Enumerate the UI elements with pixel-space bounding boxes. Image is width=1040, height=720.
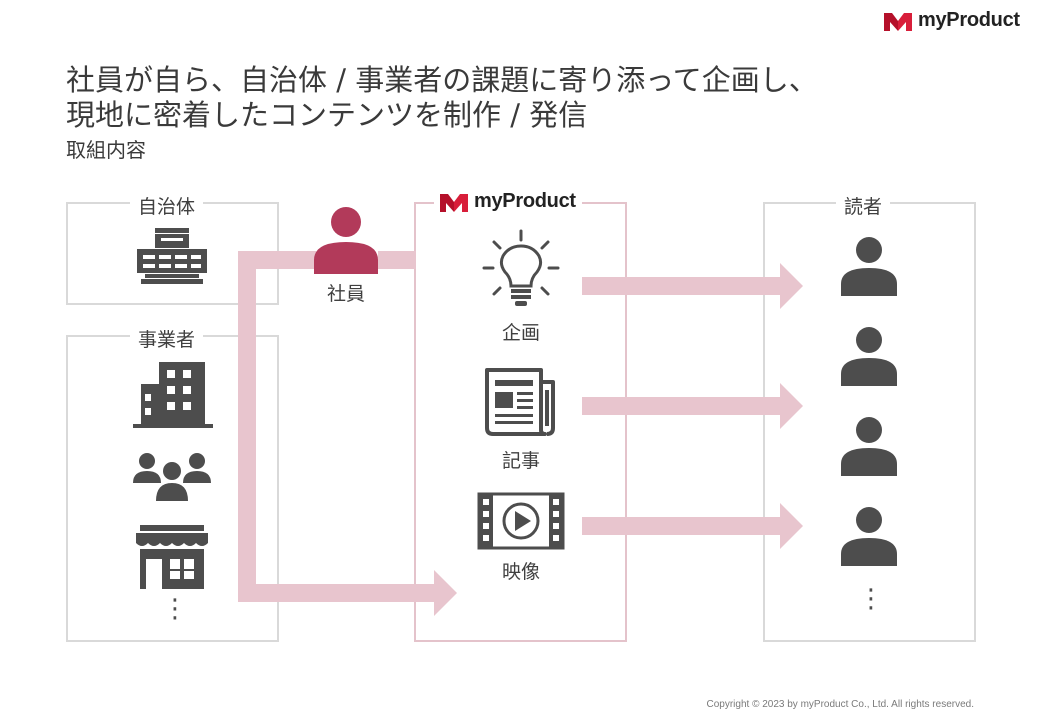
- business-label: 事業者: [130, 325, 204, 352]
- output-arrow-2: [582, 383, 803, 429]
- product-item-video-label: 映像: [501, 561, 540, 583]
- employee-person-icon: [314, 207, 378, 274]
- employee-flow-arrow: [238, 251, 457, 616]
- readers-more-indicator: ⋮: [858, 584, 884, 614]
- video-icon: [477, 492, 565, 550]
- product-box-logo: myProduct: [434, 190, 582, 213]
- people-group-icon: [133, 453, 211, 501]
- business-more-indicator: ⋮: [162, 594, 188, 624]
- title-line-2: 現地に密着したコンテンツを制作 / 発信: [66, 98, 588, 132]
- product-item-plan-label: 企画: [501, 322, 540, 344]
- shop-icon: [136, 525, 208, 589]
- newspaper-icon: [485, 368, 555, 436]
- output-arrow-3: [582, 503, 803, 549]
- municipality-label: 自治体: [130, 192, 204, 219]
- reader-person-icon: [841, 417, 897, 476]
- header-logo: myProduct: [884, 9, 1020, 32]
- office-building-icon: [133, 362, 213, 428]
- product-box-logo-text: myProduct: [474, 190, 576, 212]
- reader-person-icon: [841, 327, 897, 386]
- brand-mark-icon: [884, 12, 912, 31]
- copyright-notice: Copyright © 2023 by myProduct Co., Ltd. …: [706, 699, 975, 710]
- reader-person-icon: [841, 237, 897, 296]
- output-arrow-1: [582, 263, 803, 309]
- readers-label: 読者: [836, 192, 891, 219]
- header-logo-text: myProduct: [918, 9, 1020, 31]
- title-line-1: 社員が自ら、自治体 / 事業者の課題に寄り添って企画し、: [66, 63, 818, 97]
- employee-label: 社員: [326, 283, 365, 305]
- lightbulb-icon: [482, 229, 560, 306]
- reader-person-icon: [841, 507, 897, 566]
- brand-mark-icon: [440, 193, 468, 212]
- city-hall-icon: [137, 228, 207, 284]
- subtitle: 取組内容: [66, 138, 146, 162]
- product-item-article-label: 記事: [501, 450, 540, 472]
